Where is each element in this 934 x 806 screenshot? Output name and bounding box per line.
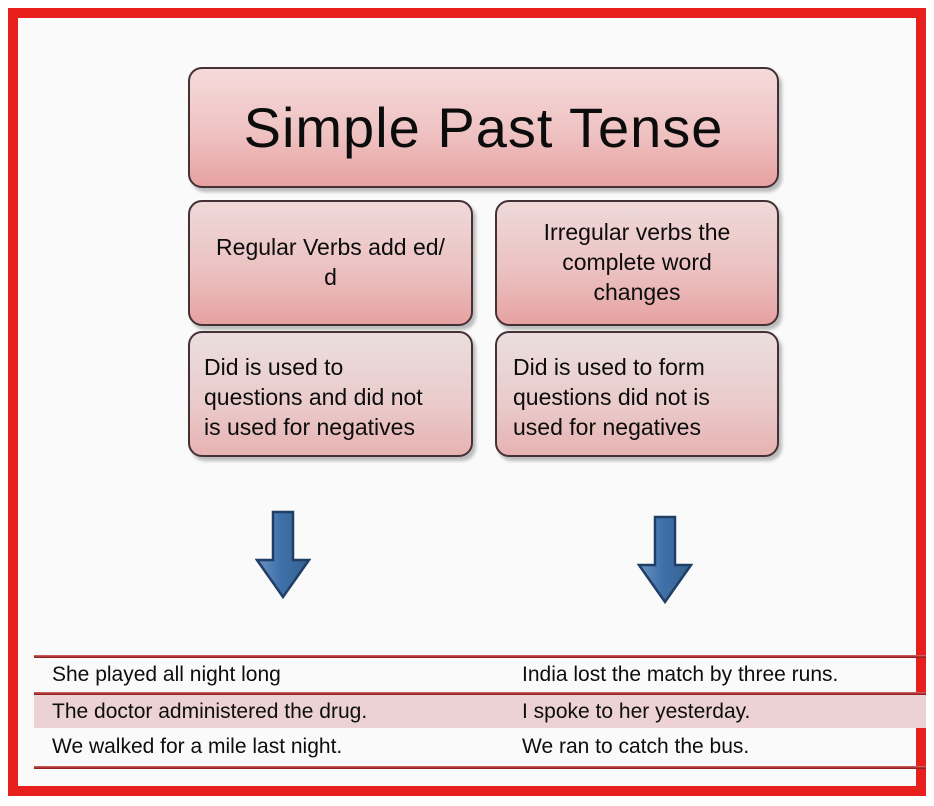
example-row-highlighted: The doctor administered the drug. I spok… [34,695,926,728]
example-sentences-table: She played all night long India lost the… [34,655,926,769]
irregular-example: I spoke to her yesterday. [522,699,751,723]
irregular-example: India lost the match by three runs. [522,663,839,686]
regular-example: She played all night long [52,663,281,686]
irregular-example: We ran to catch the bus. [522,735,750,758]
page-title: Simple Past Tense [188,67,779,188]
table-bottom-rule [34,766,926,769]
example-row: We walked for a mile last night. We ran … [34,728,926,766]
down-arrow-icon [636,515,694,605]
table-middle-rule [34,692,926,695]
red-border-frame: Simple Past Tense Regular Verbs add ed/ … [8,8,926,796]
regular-example: The doctor administered the drug. [52,699,368,723]
regular-verbs-box: Regular Verbs add ed/ d [188,200,473,326]
example-row: She played all night long India lost the… [34,658,926,692]
down-arrow-icon [254,510,312,600]
did-usage-irregular-box: Did is used to form questions did not is… [495,331,779,457]
table-top-rule [34,655,926,658]
regular-example: We walked for a mile last night. [52,735,343,758]
did-usage-regular-box: Did is used to questions and did not is … [188,331,473,457]
irregular-verbs-box: Irregular verbs the complete word change… [495,200,779,326]
